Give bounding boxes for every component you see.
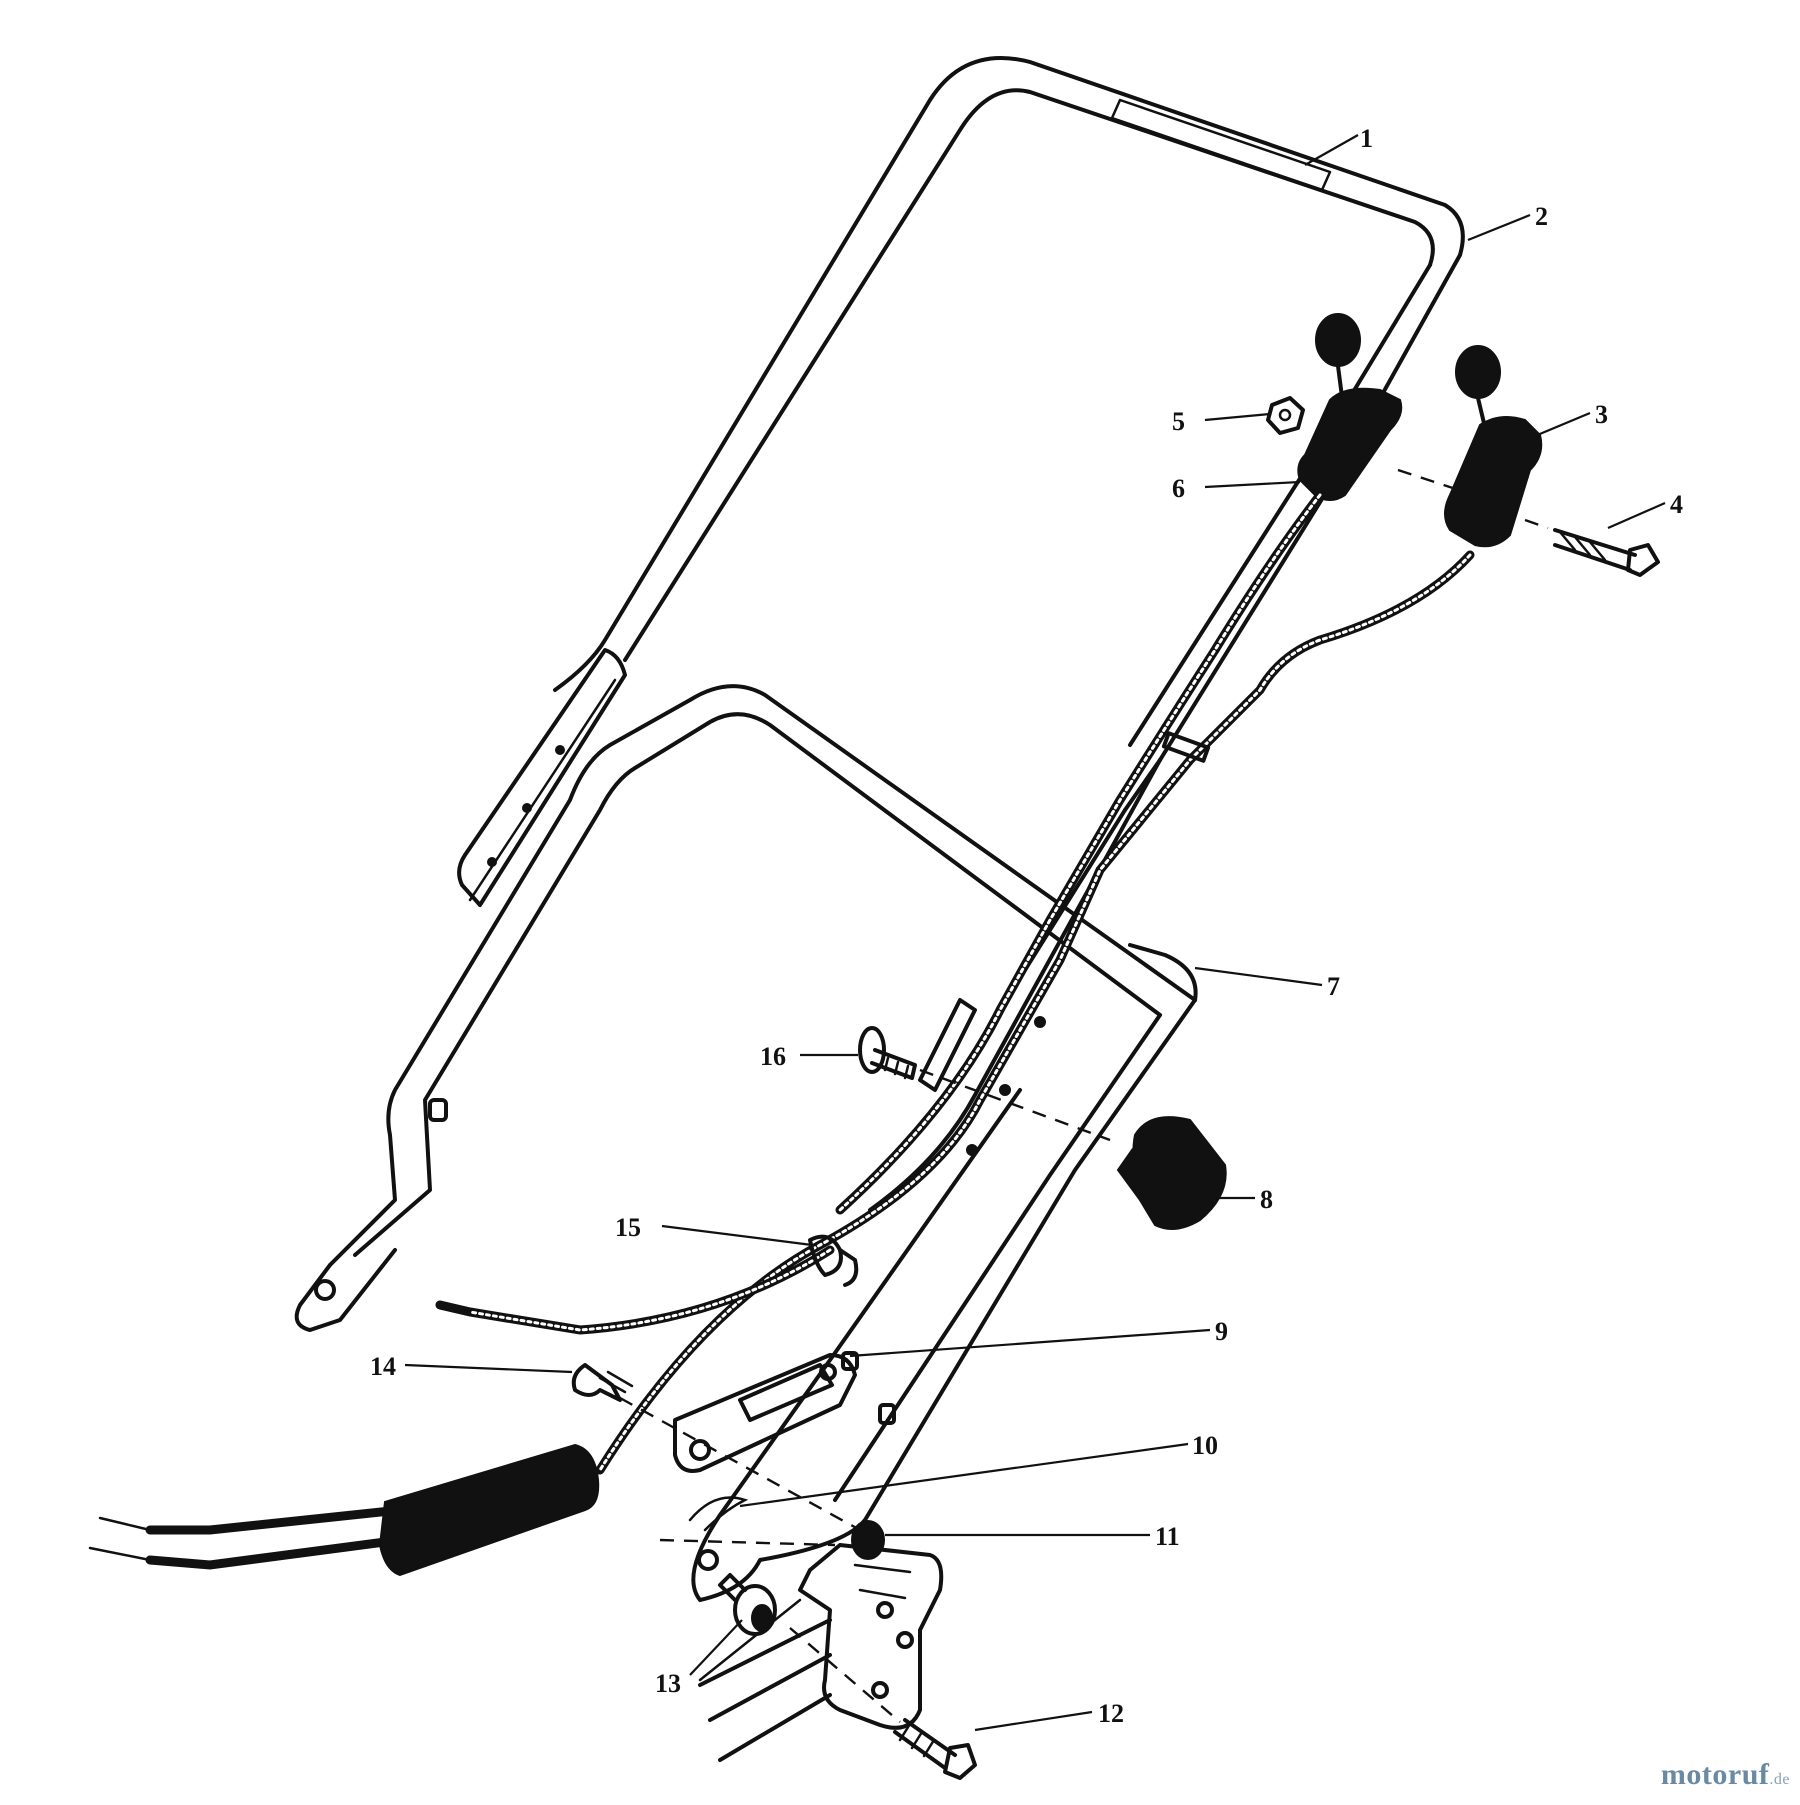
carriage-bolt-16 xyxy=(858,1026,917,1080)
cable-clip-15 xyxy=(808,1234,859,1287)
callout-leaders xyxy=(404,134,1666,1732)
callout-6: 6 xyxy=(1172,474,1185,503)
nut-5 xyxy=(1266,396,1305,435)
callout-12: 12 xyxy=(1098,1699,1124,1728)
callout-3: 3 xyxy=(1595,400,1608,429)
bolt-4 xyxy=(1553,528,1660,577)
callout-7: 7 xyxy=(1327,972,1340,1001)
carriage-bolt-14 xyxy=(571,1363,634,1402)
bolt-12 xyxy=(893,1718,977,1780)
lower-handle xyxy=(294,684,1198,1602)
hairpin-clip-10 xyxy=(688,1496,749,1532)
shoulder-bolt-13 xyxy=(718,1573,777,1636)
callout-4: 4 xyxy=(1670,490,1683,519)
callout-16: 16 xyxy=(760,1042,786,1071)
callout-14: 14 xyxy=(370,1352,396,1381)
knob-8 xyxy=(1116,1116,1227,1230)
deck-bracket xyxy=(698,1543,944,1762)
watermark-brand: motoruf xyxy=(1660,1758,1770,1791)
callout-11: 11 xyxy=(1155,1522,1180,1551)
spacer-11 xyxy=(851,1520,885,1560)
callout-13: 13 xyxy=(655,1669,681,1698)
brace-plate xyxy=(918,998,1046,1156)
callout-1: 1 xyxy=(1360,124,1373,153)
callout-10: 10 xyxy=(1192,1431,1218,1460)
assembly-lines xyxy=(619,468,1549,1723)
callout-15: 15 xyxy=(615,1213,641,1242)
callout-5: 5 xyxy=(1172,407,1185,436)
control-lever-assembly xyxy=(88,313,1543,1577)
watermark-tld: .de xyxy=(1769,1771,1790,1788)
callout-8: 8 xyxy=(1260,1185,1273,1214)
callout-2: 2 xyxy=(1535,202,1548,231)
callout-labels: 1 2 3 4 5 6 7 8 9 10 11 12 13 14 15 16 xyxy=(370,124,1683,1728)
link-plate-9 xyxy=(673,1353,857,1473)
upper-handle xyxy=(553,56,1465,1212)
handle-slide-bracket xyxy=(457,648,627,907)
callout-9: 9 xyxy=(1215,1317,1228,1346)
watermark-logo: motoruf.de xyxy=(1661,1758,1790,1792)
